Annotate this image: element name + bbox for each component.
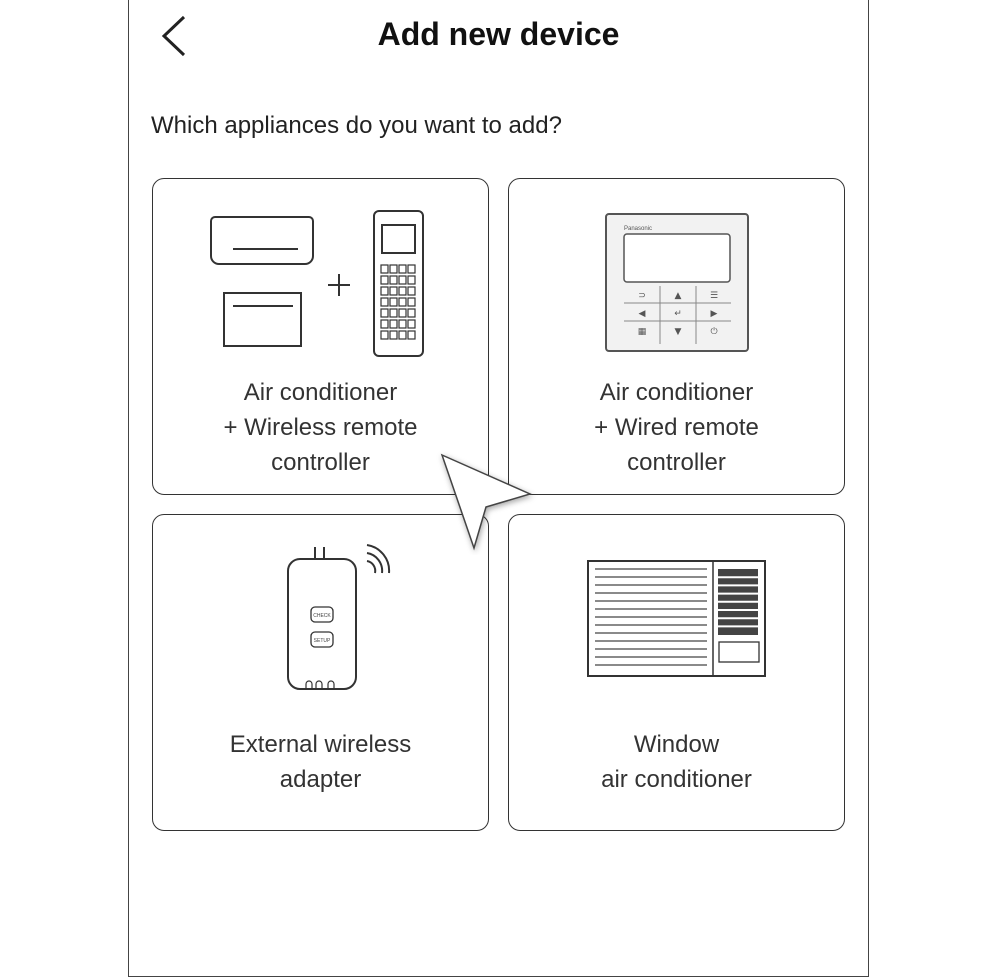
svg-text:↵: ↵ — [674, 309, 682, 319]
phone-screen — [128, 0, 869, 977]
svg-text:▶: ▶ — [711, 309, 718, 319]
wireless-adapter-icon: CHECK SETUP — [287, 544, 391, 690]
question-text: Which appliances do you want to add? — [151, 112, 562, 139]
svg-text:☰: ☰ — [710, 291, 718, 301]
svg-text:▦: ▦ — [638, 327, 647, 337]
mouse-pointer-icon — [440, 453, 533, 551]
svg-text:⊃: ⊃ — [638, 291, 646, 301]
svg-text:SETUP: SETUP — [314, 638, 331, 644]
wired-remote-controller-icon: Panasonic ⊃ ▲ ☰ ◀ ↵ ▶ ▦ ▼ ⏻ — [605, 213, 749, 352]
page-title: Add new device — [377, 16, 620, 52]
panasonic-logo: Panasonic — [624, 226, 652, 232]
back-button[interactable] — [158, 14, 192, 58]
svg-text:◀: ◀ — [639, 309, 646, 319]
svg-text:CHECK: CHECK — [313, 613, 331, 619]
ac-wireless-remote-icon — [210, 210, 424, 357]
svg-text:▼: ▼ — [675, 327, 682, 337]
card-ac-wired-remote[interactable]: Panasonic ⊃ ▲ ☰ ◀ ↵ ▶ ▦ ▼ ⏻ Air conditioner+ W… — [508, 178, 845, 495]
svg-text:▲: ▲ — [675, 291, 682, 301]
svg-text:⏻: ⏻ — [710, 326, 717, 337]
window-ac-icon — [587, 560, 766, 677]
